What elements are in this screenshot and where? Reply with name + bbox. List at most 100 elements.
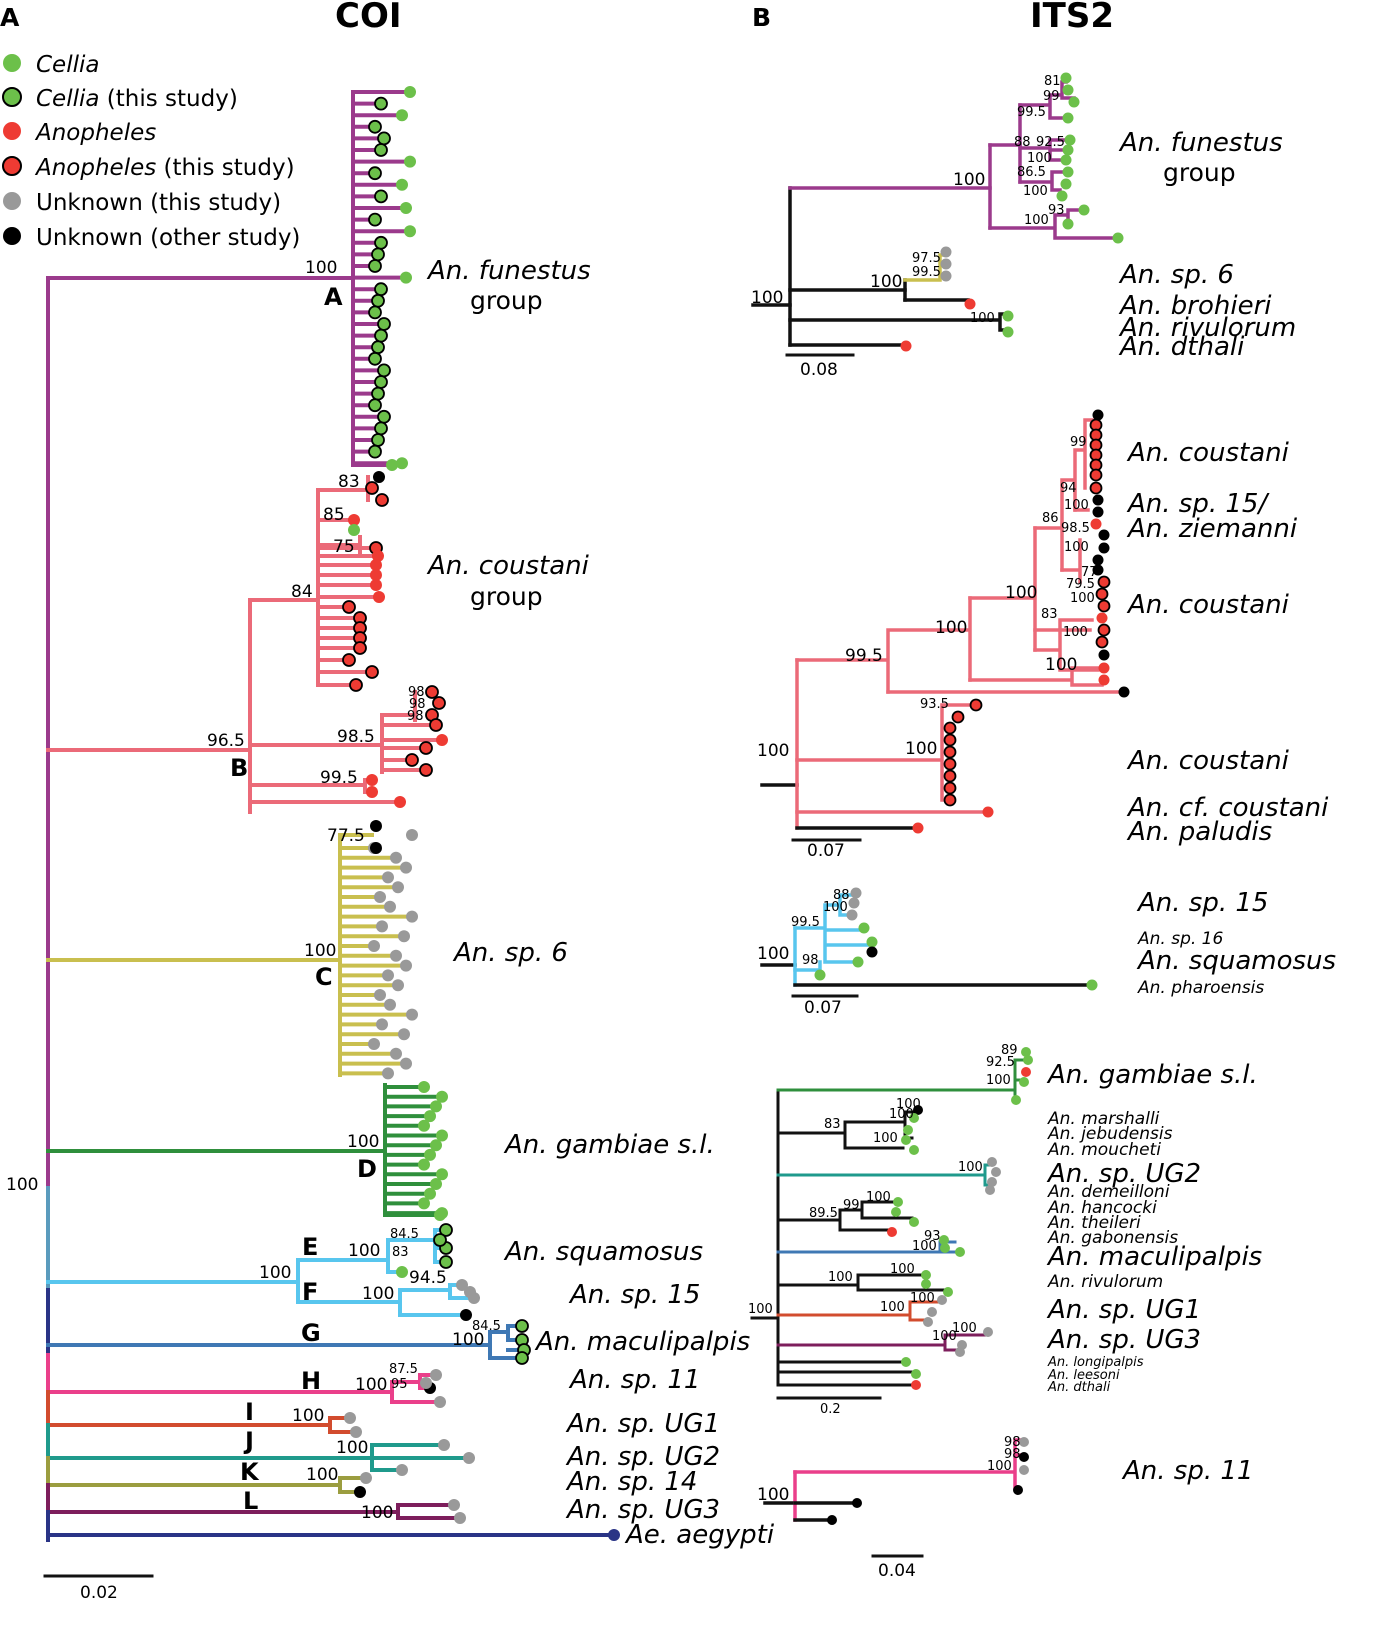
tip-dot bbox=[365, 481, 379, 495]
tip-dot bbox=[374, 282, 388, 297]
tip-dot bbox=[374, 891, 386, 903]
tip-dot bbox=[1092, 564, 1104, 576]
tip-dot bbox=[370, 820, 382, 832]
tip-dot bbox=[434, 1396, 446, 1408]
tip-dot bbox=[955, 1247, 965, 1257]
tip-dot bbox=[368, 351, 382, 366]
tip-dot bbox=[433, 1233, 447, 1247]
coi-c-inner: 77.5 bbox=[327, 826, 365, 846]
coi-c-support: 100 bbox=[304, 941, 336, 961]
coi-e-inner-2: 83 bbox=[392, 1245, 409, 1260]
its2-squ-995: 99.5 bbox=[791, 915, 820, 930]
coi-g-inner: 84.5 bbox=[472, 1319, 501, 1334]
its2-label-paludis: An. paludis bbox=[1126, 817, 1272, 847]
its2-label-squ-sp15: An. sp. 15 bbox=[1136, 888, 1268, 918]
tip-dot bbox=[983, 1327, 993, 1337]
its2-label-squ-sp16: An. sp. 16 bbox=[1137, 929, 1223, 949]
tip-dot bbox=[987, 1157, 997, 1167]
tip-dot bbox=[374, 328, 388, 343]
tip-dot bbox=[371, 293, 385, 308]
tip-dot bbox=[943, 769, 957, 783]
tip-dot bbox=[404, 225, 416, 238]
tip-dot bbox=[515, 1351, 529, 1365]
coi-clade-c-branches bbox=[46, 833, 410, 1077]
tip-dot bbox=[1098, 542, 1110, 554]
its2-cou-94: 94 bbox=[1060, 481, 1077, 496]
its2-squamosus-text: 100 99.5 98 100 88 An. sp. 15 An. sp. 16… bbox=[757, 888, 1336, 1018]
panel-a-letter: A bbox=[0, 3, 20, 32]
its2-label-hancocki: An. hancocki bbox=[1047, 1198, 1157, 1218]
its2-label-funestus-group: group bbox=[1163, 158, 1236, 187]
coi-label-gambiae: An. gambiae s.l. bbox=[503, 1130, 715, 1160]
coi-tip-dots bbox=[342, 86, 620, 1541]
tip-dot bbox=[1086, 979, 1098, 991]
its2-fun-100c: 100 bbox=[1024, 213, 1049, 228]
coi-label-sp6: An. sp. 6 bbox=[452, 938, 568, 968]
tip-dot bbox=[1097, 599, 1111, 613]
legend-anopheles-dot bbox=[3, 122, 21, 140]
its2-cou-100c: 100 bbox=[1063, 625, 1088, 640]
tip-dot bbox=[371, 340, 385, 355]
tip-dot bbox=[991, 1167, 1001, 1177]
tip-dot bbox=[424, 1148, 436, 1161]
tip-dot bbox=[1092, 506, 1104, 518]
tip-dot bbox=[1023, 1055, 1033, 1065]
tip-dot bbox=[374, 189, 388, 204]
tip-dot bbox=[371, 247, 385, 262]
coi-outgroup-branch bbox=[46, 1510, 614, 1537]
tip-dot bbox=[368, 940, 380, 952]
its2-gam-100c: 100 bbox=[873, 1131, 898, 1146]
its2-squ-98: 98 bbox=[802, 953, 819, 968]
tip-dot bbox=[374, 375, 388, 389]
its2-cou-100f: 100 bbox=[1064, 540, 1089, 555]
tip-dot bbox=[418, 1081, 430, 1093]
its2-squ-root: 100 bbox=[757, 944, 789, 964]
tip-dot bbox=[1062, 166, 1074, 178]
its2-sp11-98b: 98 bbox=[1004, 1447, 1021, 1462]
tip-dot bbox=[353, 641, 367, 655]
tip-dot bbox=[1095, 587, 1109, 601]
tip-dot bbox=[419, 741, 433, 755]
tip-dot bbox=[515, 1319, 529, 1333]
coi-i-support: 100 bbox=[292, 1406, 324, 1426]
tip-dot bbox=[921, 1270, 931, 1280]
tip-dot bbox=[846, 909, 858, 921]
tip-dot bbox=[384, 998, 396, 1011]
coi-clade-h-branches bbox=[46, 1353, 438, 1404]
tip-dot bbox=[1021, 1047, 1031, 1057]
tip-dot bbox=[436, 734, 448, 746]
its2-coustani-branches bbox=[760, 418, 1122, 842]
its2-gam-100j: 100 bbox=[932, 1329, 957, 1344]
its2-cou-86: 86 bbox=[1042, 511, 1059, 526]
tip-dot bbox=[406, 829, 418, 841]
tip-dot bbox=[852, 1498, 862, 1508]
tip-dot bbox=[1002, 310, 1014, 322]
legend-cellia-label: Cellia bbox=[36, 52, 99, 78]
tip-dot bbox=[1062, 144, 1074, 156]
its2-label-rivulorum: An. rivulorum bbox=[1118, 313, 1296, 343]
coi-clade-ef-branches bbox=[46, 1228, 472, 1317]
coi-b-inner-98b: 98 bbox=[409, 697, 426, 712]
its2-gam-root: 100 bbox=[748, 1302, 773, 1317]
coi-clade-i-branches bbox=[46, 1390, 354, 1434]
its2-label-dthali-2: An. dthali bbox=[1047, 1380, 1111, 1395]
its2-label-ug2: An. sp. UG2 bbox=[1046, 1159, 1201, 1189]
its2-fun-925: 92.5 bbox=[1036, 135, 1065, 150]
tip-dot bbox=[1096, 612, 1108, 624]
its2-gam-100b: 100 bbox=[889, 1107, 914, 1122]
tip-dot bbox=[1002, 326, 1014, 338]
tip-dot bbox=[951, 710, 965, 724]
tip-dot bbox=[1092, 554, 1104, 566]
tip-dot bbox=[943, 733, 957, 747]
its2-gam-99: 99 bbox=[843, 1198, 860, 1213]
its2-label-coustani-2: An. coustani bbox=[1126, 590, 1290, 620]
legend-unknown-other-label: Unknown (other study) bbox=[36, 225, 300, 251]
tip-dot bbox=[390, 1047, 402, 1060]
its2-cou-100b: 100 bbox=[1005, 583, 1037, 603]
coi-b-inner-3: 75 bbox=[333, 537, 355, 557]
coi-label-ug3: An. sp. UG3 bbox=[565, 1495, 720, 1525]
tip-dot bbox=[368, 212, 382, 227]
tip-dot bbox=[418, 1158, 430, 1171]
clade-letter-e: E bbox=[302, 1233, 318, 1261]
coi-g-support: 100 bbox=[452, 1330, 484, 1350]
